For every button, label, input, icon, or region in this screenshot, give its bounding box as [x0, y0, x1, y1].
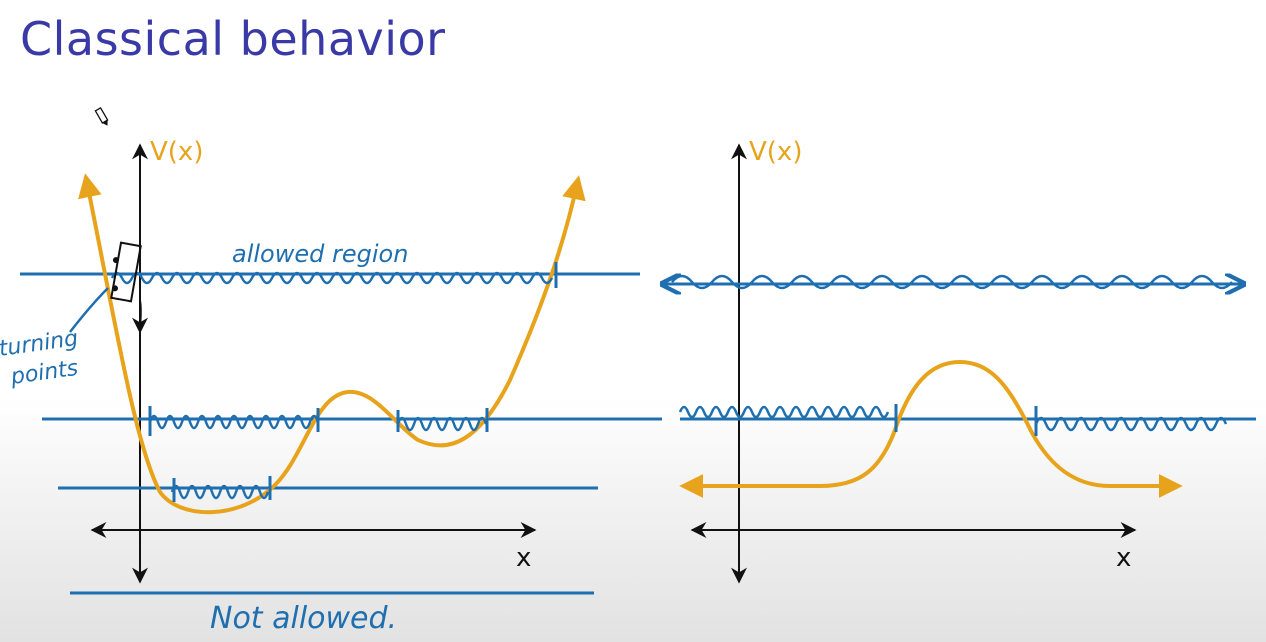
allowed-region-label: allowed region — [232, 240, 408, 268]
left-scribble-mid-a — [148, 414, 320, 430]
right-scribble-mid-b — [1034, 416, 1228, 432]
left-scribble-high — [110, 271, 554, 285]
not-allowed-label: Not allowed. — [210, 601, 397, 636]
left-x-axis-label: x — [516, 543, 531, 573]
left-y-axis-label: V(x) — [150, 137, 203, 167]
turning-points-label-line2: points — [8, 356, 79, 390]
left-scribble-low — [170, 484, 270, 500]
particle-box-icon — [110, 241, 142, 303]
right-y-axis-label: V(x) — [749, 137, 802, 167]
right-plot: V(x) x — [664, 137, 1256, 584]
left-scribble-mid-b — [396, 416, 488, 432]
left-plot: V(x) x allowed region turning — [0, 106, 662, 636]
pen-cursor-icon — [94, 106, 109, 126]
right-x-axis-label: x — [1116, 543, 1131, 573]
particle-arrow-down — [132, 299, 149, 334]
right-potential-curve — [679, 359, 1183, 498]
left-potential-curve — [78, 173, 586, 515]
slide-title: Classical behavior — [20, 12, 446, 66]
turning-points-pointer — [69, 287, 109, 333]
right-scribble-mid-a — [678, 405, 890, 419]
right-scribble-high — [671, 274, 1233, 290]
